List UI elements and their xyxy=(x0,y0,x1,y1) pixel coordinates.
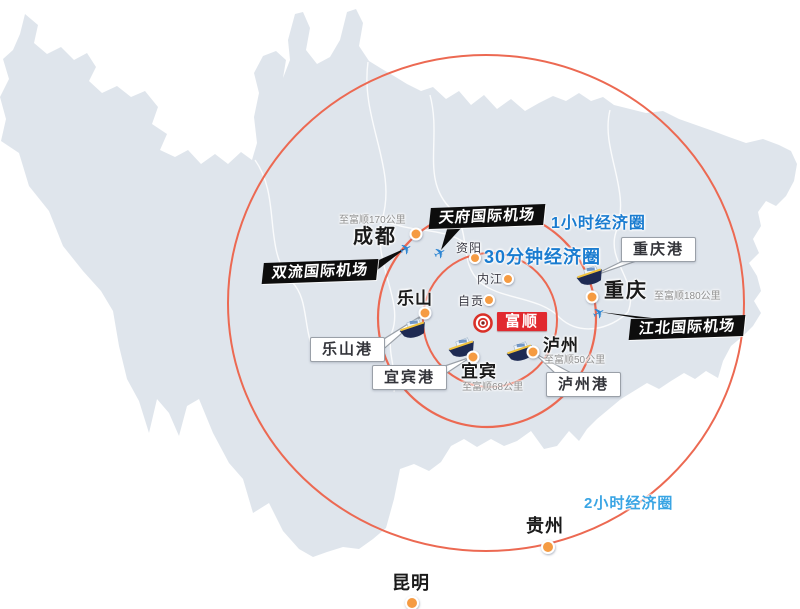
airport-box-shuangliu: 双流国际机场 xyxy=(261,259,379,284)
sichuan-map-shape xyxy=(0,9,797,557)
city-label-ziyang: 资阳 xyxy=(456,241,483,255)
city-dot xyxy=(483,294,495,306)
label-2hour-circle: 2小时经济圈 xyxy=(584,495,674,512)
city-label-luzhou: 泸州 xyxy=(543,336,579,355)
port-box-yibin: 宜宾港 xyxy=(372,365,448,390)
distance-yibin: 至富顺68公里 xyxy=(462,382,524,393)
city-dot xyxy=(541,540,555,554)
distance-chongqing: 至富顺180公里 xyxy=(654,291,721,302)
city-label-kunming: 昆明 xyxy=(392,573,430,593)
city-dot xyxy=(526,345,540,359)
city-label-chengdu: 成都 xyxy=(353,226,397,248)
city-dot xyxy=(585,290,599,304)
port-box-luzhou: 泸州港 xyxy=(546,372,622,397)
target-icon xyxy=(473,313,493,333)
ship-icon xyxy=(448,337,474,357)
city-label-yibin: 宜宾 xyxy=(461,362,497,381)
ring-2hour xyxy=(227,54,745,552)
city-label-chongqing: 重庆 xyxy=(604,280,648,302)
ship-icon xyxy=(576,265,602,285)
distance-luzhou: 至富顺50公里 xyxy=(544,355,606,366)
label-1hour-circle: 1小时经济圈 xyxy=(551,215,646,232)
airport-box-jiangbei: 江北国际机场 xyxy=(628,315,746,340)
airport-box-tianfu: 天府国际机场 xyxy=(428,204,546,229)
distance-chengdu: 至富顺170公里 xyxy=(339,215,406,226)
city-dot xyxy=(409,227,423,241)
city-label-neijiang: 内江 xyxy=(477,272,504,286)
ring-30min xyxy=(422,252,558,388)
ship-icon xyxy=(399,318,425,338)
city-dot xyxy=(405,596,419,609)
city-dot xyxy=(418,306,432,320)
city-label-zigong: 自贡 xyxy=(458,294,485,308)
city-label-guizhou: 贵州 xyxy=(526,516,564,536)
city-label-leshan: 乐山 xyxy=(397,289,433,308)
city-dot xyxy=(469,252,481,264)
center-label-fushun: 富顺 xyxy=(497,312,548,331)
port-box-leshan: 乐山港 xyxy=(310,337,386,362)
city-dots xyxy=(405,227,599,609)
city-dot xyxy=(502,273,514,285)
label-30min-circle: 30分钟经济圈 xyxy=(484,247,602,267)
label-pointers xyxy=(372,226,652,384)
port-box-chongqing: 重庆港 xyxy=(621,237,697,262)
city-dot xyxy=(466,350,480,364)
ship-icon xyxy=(506,341,532,361)
port-ship-icons xyxy=(399,265,602,361)
